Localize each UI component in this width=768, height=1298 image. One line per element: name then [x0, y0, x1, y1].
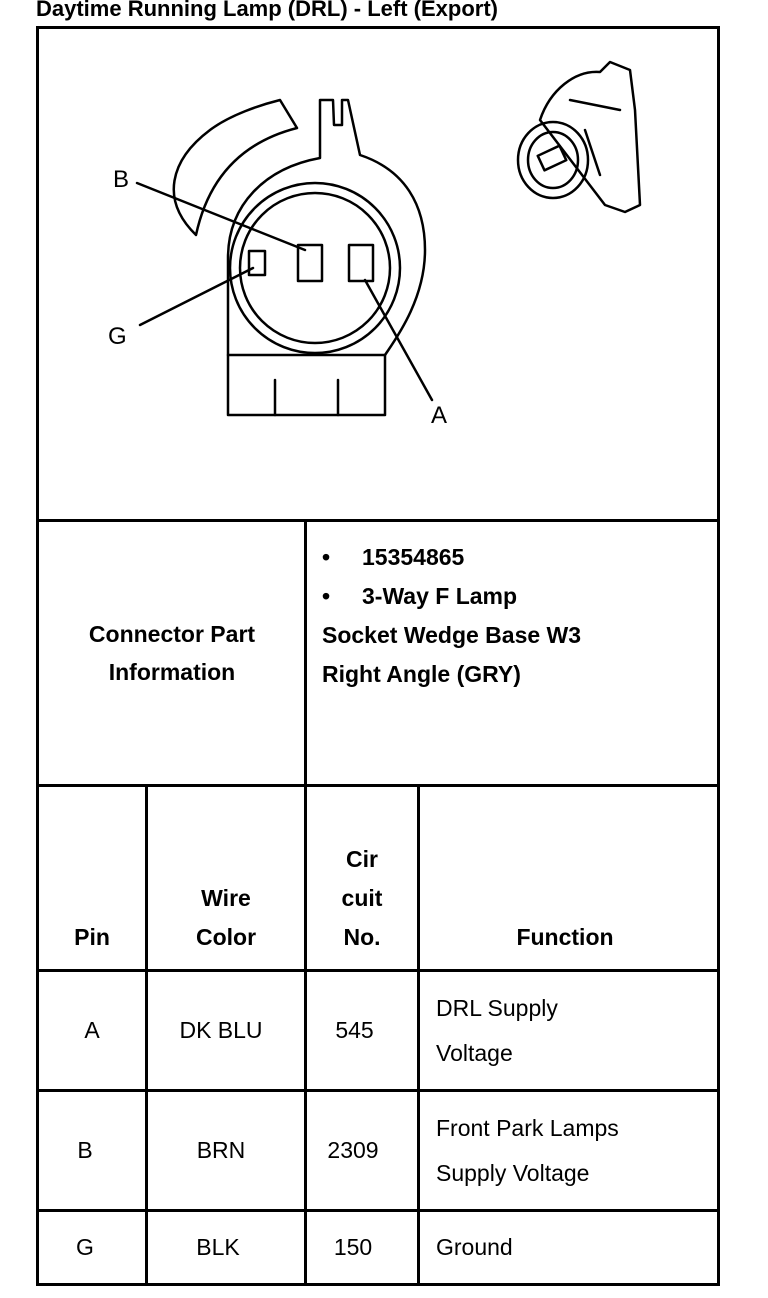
callout-g: G	[108, 323, 127, 350]
divider	[36, 969, 720, 972]
row-b-function: Front Park Lamps Supply Voltage	[436, 1106, 716, 1196]
connector-type: 3-Way F Lamp	[362, 583, 518, 609]
row-b-pin: B	[77, 1137, 93, 1163]
terminal-a	[347, 243, 375, 283]
row-g-circuit: 150	[333, 1234, 373, 1260]
row-a-function: DRL Supply Voltage	[436, 986, 716, 1076]
socket-ring	[228, 181, 402, 355]
row-g-color: BLK	[196, 1234, 240, 1260]
divider	[36, 1089, 720, 1092]
row-b-function-line2: Supply Voltage	[436, 1160, 590, 1186]
header-pin: Pin	[74, 924, 110, 950]
connector-3d-view	[516, 60, 642, 214]
header-wire-line1: Wire	[201, 885, 251, 911]
divider	[417, 784, 420, 1285]
connector-desc-line1: Socket Wedge Base W3	[322, 622, 582, 648]
callout-a: A	[431, 402, 447, 429]
row-a-circuit: 545	[335, 1017, 374, 1043]
divider	[36, 1209, 720, 1212]
list-item: • 15354865	[322, 538, 712, 577]
connector-info-label-line1: Connector Part	[88, 620, 256, 647]
row-b-color: BRN	[196, 1137, 246, 1163]
callout-b: B	[113, 166, 129, 193]
row-a-function-line2: Voltage	[436, 1040, 513, 1066]
row-a-color: DK BLU	[179, 1017, 263, 1043]
divider	[145, 784, 148, 1285]
terminal-g	[247, 249, 267, 277]
header-function: Function	[516, 924, 614, 950]
bullet-icon: •	[322, 544, 331, 570]
connector-info-label-line2: Information	[108, 658, 236, 685]
connector-info-value: • 15354865 • 3-Way F Lamp Socket Wedge B…	[322, 538, 712, 694]
terminal-b	[296, 243, 324, 283]
row-a-pin: A	[84, 1017, 100, 1043]
header-wire-line2: Color	[195, 924, 257, 950]
connector-table-frame	[36, 26, 720, 1286]
page-title: Daytime Running Lamp (DRL) - Left (Expor…	[36, 0, 498, 21]
connector-desc-line2: Right Angle (GRY)	[322, 661, 521, 687]
row-b-circuit: 2309	[327, 1137, 379, 1163]
divider	[36, 784, 720, 787]
part-number: 15354865	[362, 544, 465, 570]
row-b-function-line1: Front Park Lamps	[436, 1115, 619, 1141]
bullet-icon: •	[322, 583, 331, 609]
row-g-function: Ground	[436, 1234, 513, 1260]
connector-info-label: Connector Part Information	[39, 521, 305, 784]
header-circuit-line2: cuit	[341, 885, 383, 911]
list-item: • 3-Way F Lamp	[322, 577, 712, 616]
connector-latch-outline	[172, 98, 299, 237]
header-wire-color: Wire Color	[148, 879, 304, 957]
header-circuit-no: Cir cuit No.	[307, 840, 417, 957]
divider	[36, 519, 720, 522]
row-a-function-line1: DRL Supply	[436, 995, 558, 1021]
row-g-pin: G	[76, 1234, 94, 1260]
divider	[304, 519, 307, 1285]
header-circuit-line3: No.	[343, 924, 381, 950]
connector-diagram: B G A	[108, 60, 642, 429]
header-circuit-line1: Cir	[346, 846, 378, 872]
connector-housing-outline	[226, 98, 427, 417]
